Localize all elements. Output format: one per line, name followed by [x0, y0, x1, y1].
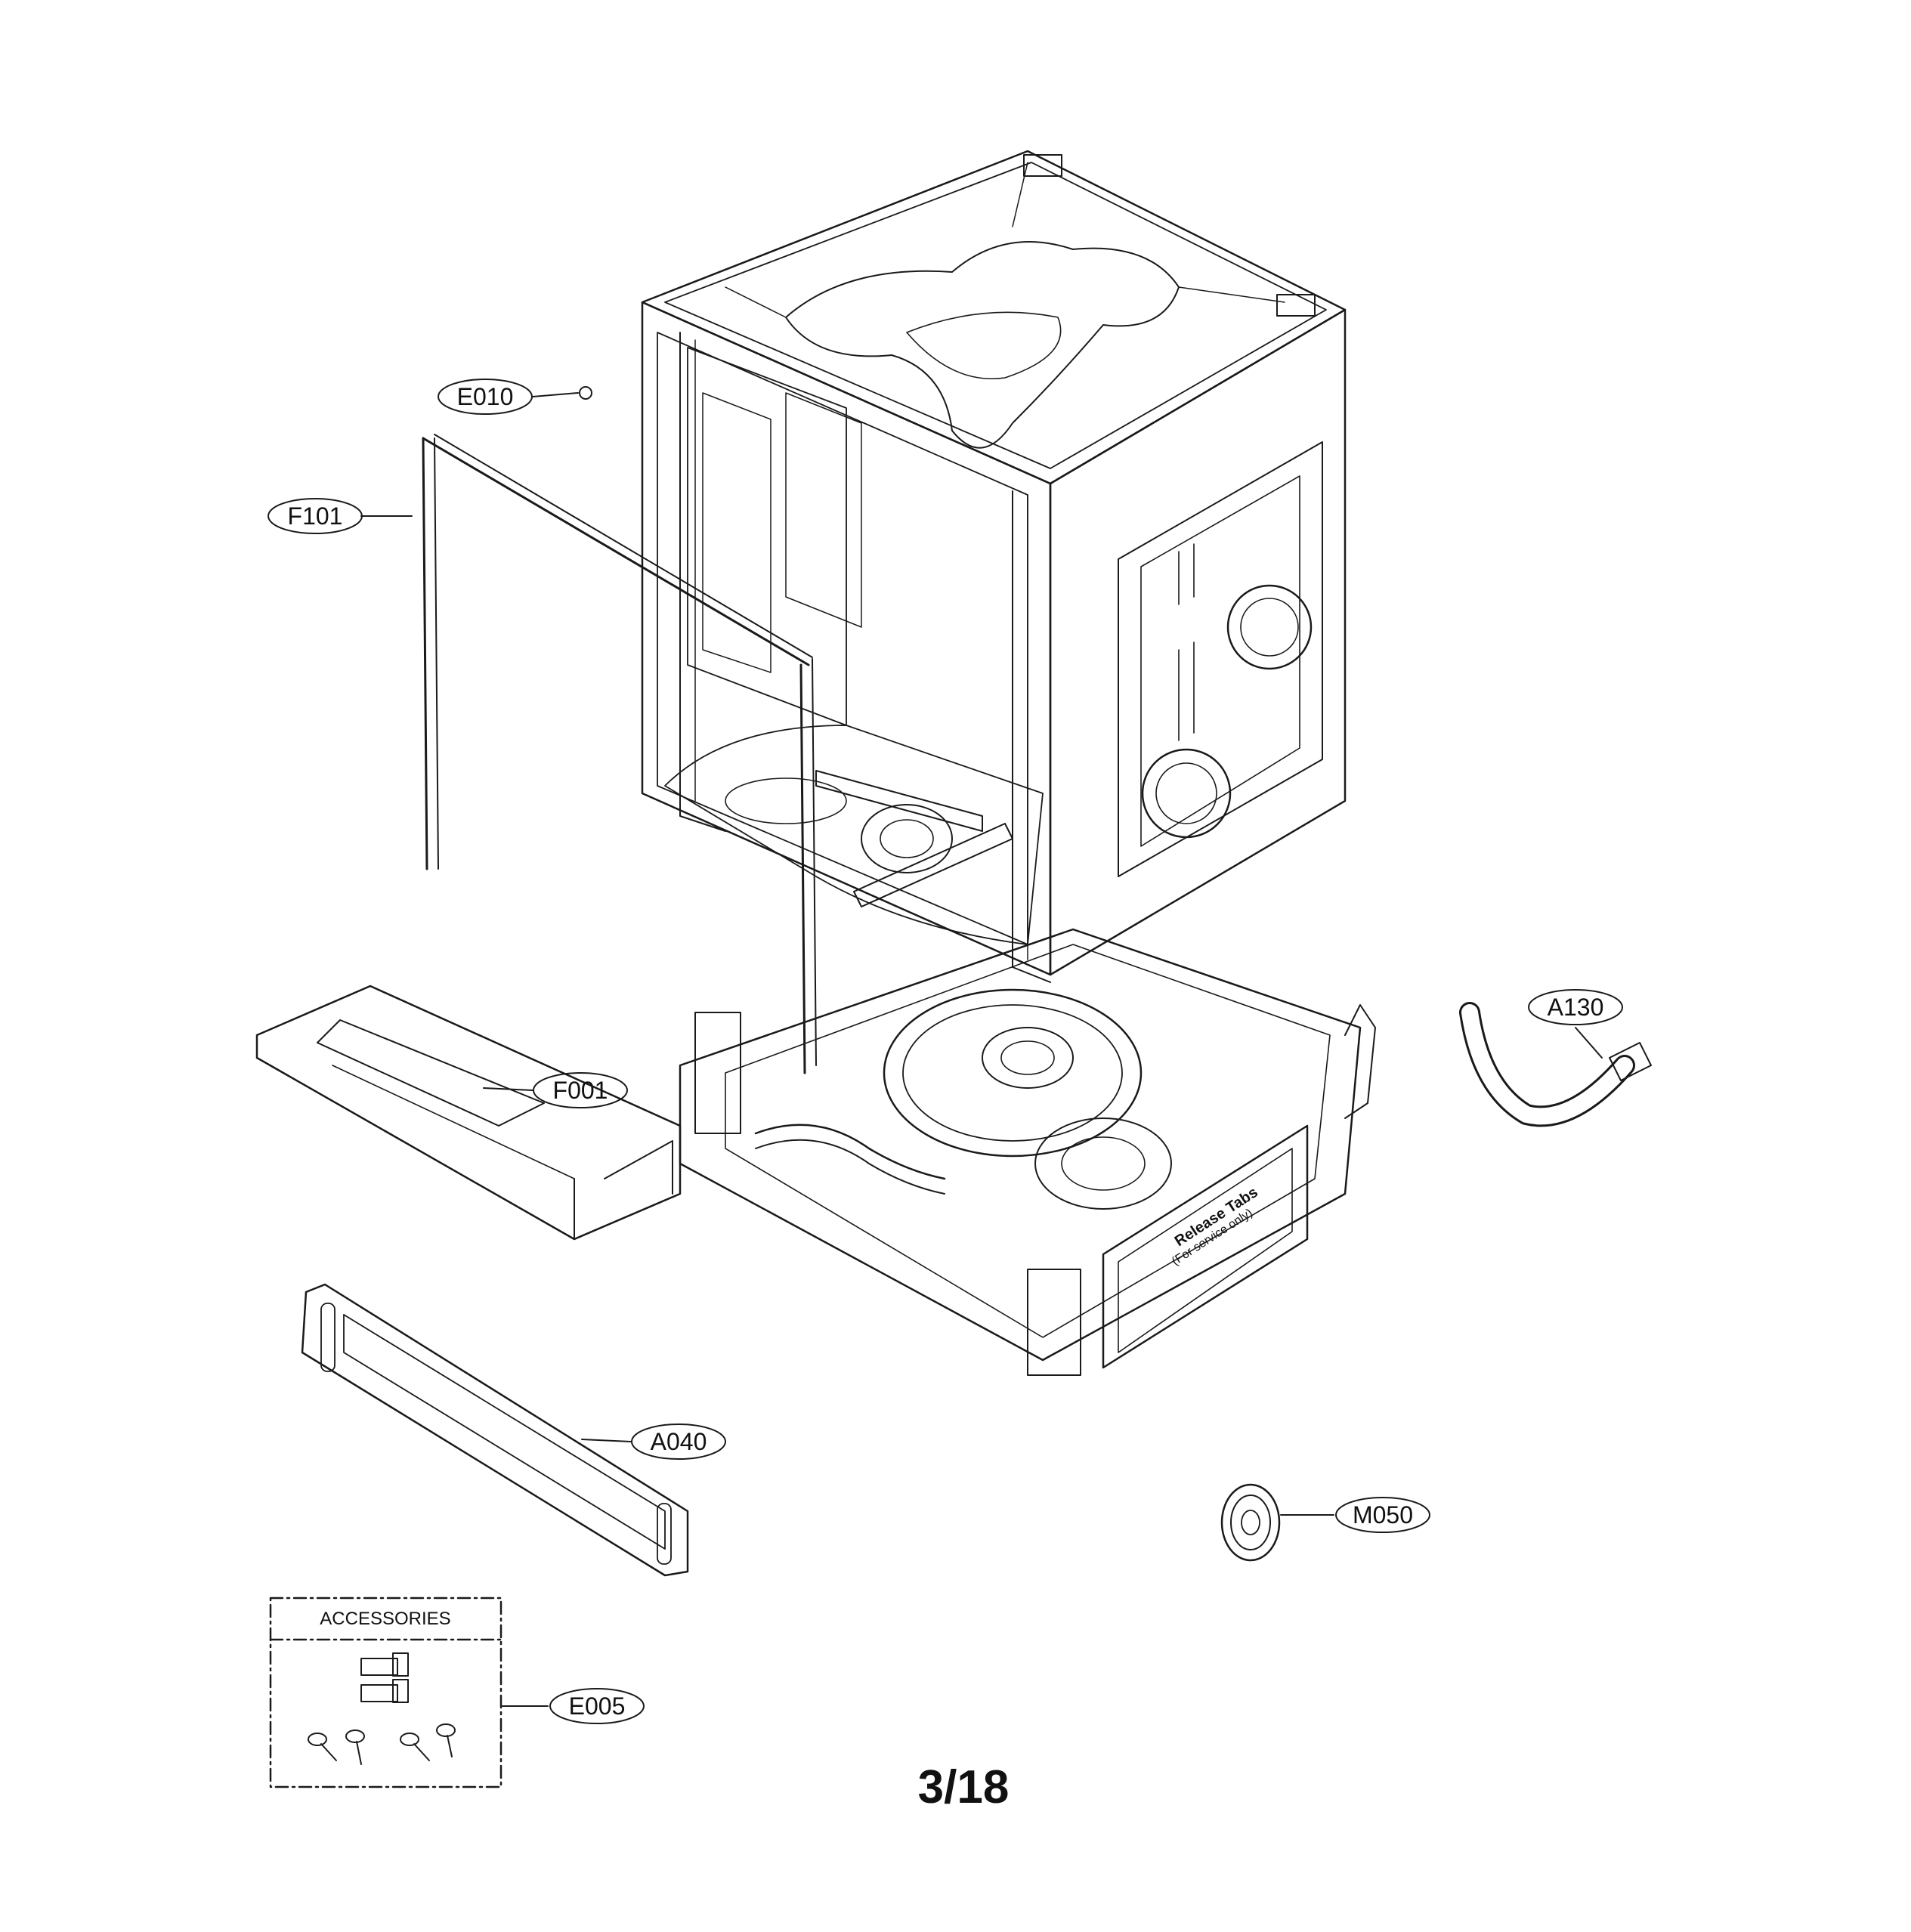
tub-assembly: [641, 150, 1347, 983]
screw-icon: [308, 1723, 456, 1765]
leader-lines: [360, 392, 1603, 1707]
callout-a040: A040: [631, 1423, 726, 1460]
callout-e005: E005: [549, 1688, 645, 1724]
svg-text:E005: E005: [569, 1692, 626, 1720]
svg-text:A040: A040: [651, 1428, 707, 1455]
callout-f001: F001: [533, 1072, 628, 1108]
accessories-box: ACCESSORIES: [269, 1597, 502, 1788]
bracket-icon: [360, 1652, 409, 1703]
e010-screw: [579, 386, 592, 400]
callout-e010: E010: [438, 379, 533, 415]
svg-text:A130: A130: [1548, 994, 1604, 1021]
door-gasket: [422, 434, 817, 1074]
svg-text:E010: E010: [457, 383, 514, 410]
drain-hose: [1459, 1002, 1652, 1127]
kick-plate: [301, 1283, 689, 1577]
svg-text:F001: F001: [553, 1077, 608, 1104]
base-assembly: Release Tabs (For service only): [679, 928, 1376, 1376]
svg-text:M050: M050: [1353, 1501, 1413, 1529]
page-number: 3/18: [917, 1761, 1010, 1813]
callout-f101: F101: [267, 498, 363, 534]
callout-m050: M050: [1335, 1497, 1430, 1533]
accessories-label: ACCESSORIES: [320, 1609, 450, 1629]
callout-a130: A130: [1528, 989, 1623, 1025]
svg-text:F101: F101: [288, 502, 343, 530]
m050-part: [1220, 1483, 1281, 1562]
base-cover: [255, 985, 682, 1241]
